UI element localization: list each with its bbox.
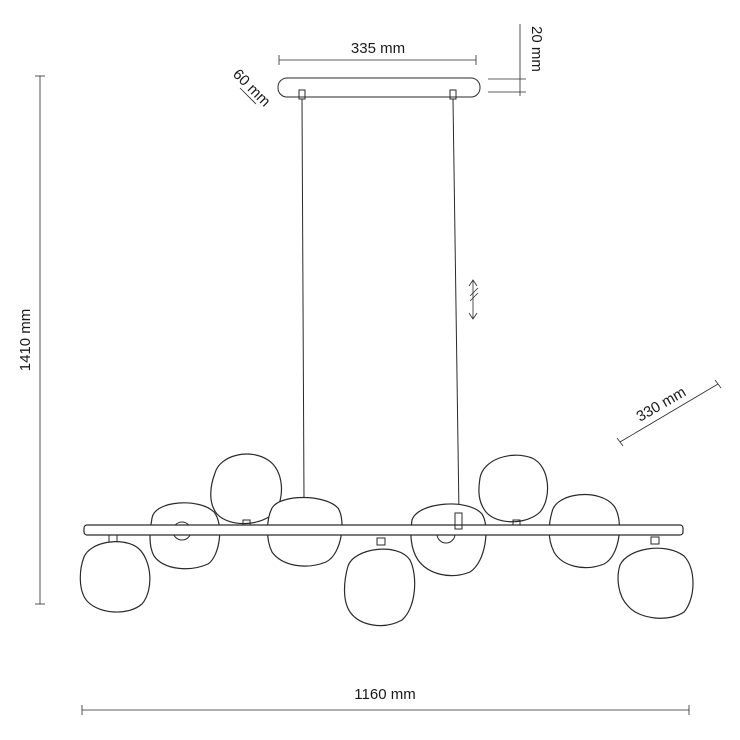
glass-shade (410, 503, 487, 577)
canopy-length-dimension: 335 mm (278, 40, 477, 65)
total-width-dimension: 1160 mm (81, 686, 690, 715)
shade-depth-label: 330 mm (634, 384, 689, 426)
shade-depth-dimension: 330 mm (616, 379, 722, 447)
canopy-length-label: 335 mm (351, 40, 405, 57)
suspension-cables (301, 98, 460, 516)
shade-socket (376, 537, 386, 546)
glass-shade (478, 454, 549, 523)
ceiling-canopy (277, 77, 481, 100)
shade-socket (650, 536, 660, 545)
total-width-label: 1160 mm (354, 686, 415, 703)
glass-shade (79, 541, 151, 613)
total-height-dimension: 1410 mm (17, 75, 45, 605)
glass-shades-rear (149, 453, 621, 577)
glass-shade (617, 547, 694, 619)
lamp-bar (83, 512, 684, 536)
glass-shade (343, 548, 416, 627)
total-height-label: 1410 mm (17, 309, 34, 372)
cable-clamp (454, 512, 463, 530)
canopy-height-dimension: 20 mm (488, 24, 545, 96)
glass-shade (149, 502, 221, 570)
canopy-depth-label: 60 mm (229, 66, 273, 110)
glass-shades-front (79, 534, 694, 627)
canopy-height-label: 20 mm (528, 26, 545, 72)
canopy-depth-dimension: 60 mm (229, 66, 273, 110)
double-arrow-icon (468, 279, 479, 320)
